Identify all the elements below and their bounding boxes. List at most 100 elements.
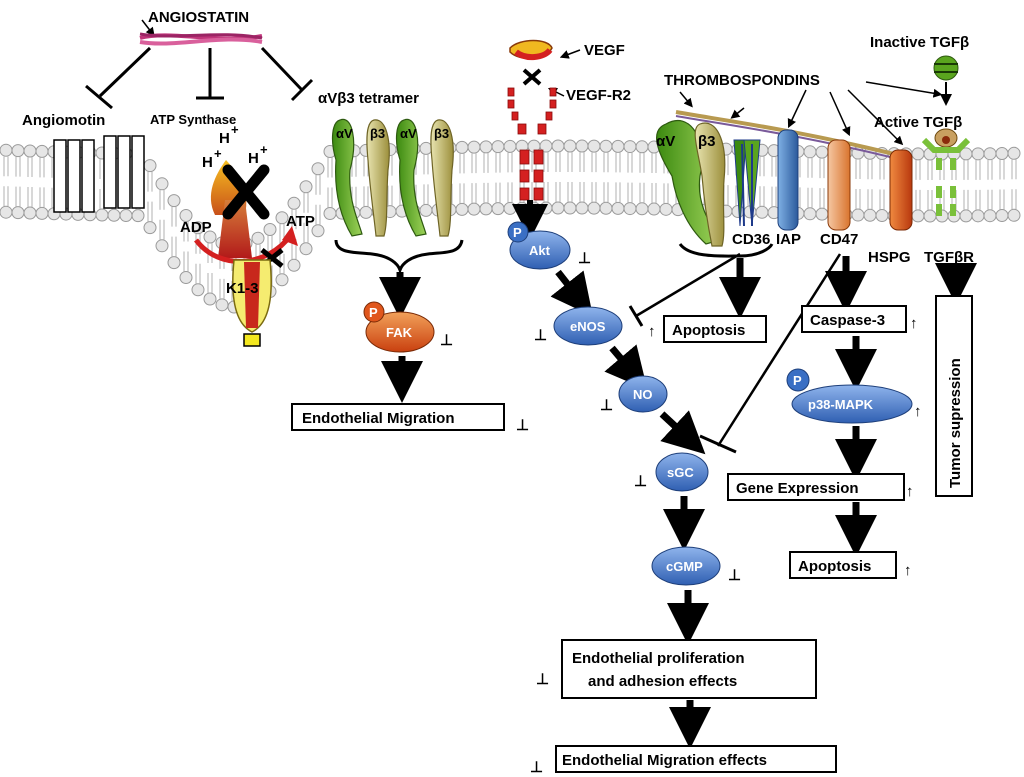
lipid-head: [587, 139, 601, 153]
lipid-head: [131, 209, 145, 223]
svg-text:↑: ↑: [914, 403, 922, 420]
svg-text:↑: ↑: [906, 483, 914, 500]
thrombospondins-label: THROMBOSPONDINS: [664, 72, 820, 89]
lipid-head: [563, 201, 577, 215]
svg-text:and adhesion effects: and adhesion effects: [588, 673, 737, 690]
lipid-head: [179, 270, 193, 284]
lipid-head: [623, 140, 637, 154]
lipid-head: [971, 147, 985, 161]
angiomotin-label: Angiomotin: [22, 112, 105, 129]
svg-text:H: H: [219, 130, 230, 147]
cd47-icon: [827, 139, 851, 231]
svg-text:+: +: [231, 122, 239, 137]
svg-text:P: P: [513, 225, 522, 240]
lipid-head: [23, 144, 37, 158]
lipid-head: [215, 298, 229, 312]
svg-text:αV: αV: [656, 133, 675, 150]
atp-synthase-label: ATP Synthase: [150, 112, 236, 127]
lipid-head: [1007, 146, 1021, 160]
lipid-head: [479, 202, 493, 216]
svg-text:P: P: [793, 373, 802, 388]
svg-text:Akt: Akt: [529, 243, 551, 258]
enos-node: eNOS ⊥: [534, 306, 623, 346]
svg-text:Tumor supression: Tumor supression: [947, 358, 964, 488]
lipid-head: [611, 139, 625, 153]
thrombospondin-fiber-icon: [675, 110, 911, 160]
svg-text:β3: β3: [698, 133, 716, 150]
lipid-head: [587, 201, 601, 215]
lipid-head: [311, 224, 325, 238]
lipid-head: [911, 147, 925, 161]
vegf-label: VEGF: [584, 42, 625, 59]
fak-node: P FAK ⊥: [363, 301, 453, 353]
lipid-head: [923, 209, 937, 223]
lipid-head: [635, 140, 649, 154]
lipid-head: [359, 205, 373, 219]
lipid-head: [155, 177, 169, 191]
angiostatin-group: ANGIOSTATIN: [85, 9, 314, 110]
svg-text:⊥: ⊥: [634, 473, 647, 490]
lipid-head: [983, 209, 997, 223]
lipid-head: [491, 140, 505, 154]
lipid-head: [311, 162, 325, 176]
lipid-head: [167, 194, 181, 208]
lipid-head: [503, 139, 517, 153]
no-node: NO ⊥: [600, 375, 668, 414]
lipid-head: [275, 211, 289, 225]
lipid-head: [455, 140, 469, 154]
svg-text:sGC: sGC: [667, 465, 694, 480]
lipid-head: [983, 147, 997, 161]
gene-expression-box: Gene Expression ↑: [727, 473, 914, 501]
lipid-head: [155, 239, 169, 253]
k13-base: [243, 333, 261, 347]
lipid-head: [251, 231, 265, 245]
lipid-head: [599, 201, 613, 215]
lipid-head: [23, 206, 37, 220]
lipid-head: [563, 139, 577, 153]
lipid-head: [959, 209, 973, 223]
apoptosis-box-2: Apoptosis ↑: [789, 551, 912, 579]
svg-text:cGMP: cGMP: [666, 559, 703, 574]
adp-label: ADP: [180, 219, 212, 236]
iap-label: IAP: [776, 231, 801, 248]
lipid-head: [419, 203, 433, 217]
lipid-head: [755, 205, 769, 219]
lipid-head: [911, 209, 925, 223]
svg-text:↑: ↑: [904, 562, 912, 579]
svg-text:+: +: [260, 142, 268, 157]
lipid-head: [611, 201, 625, 215]
active-tgfb-label: Active TGFβ: [874, 114, 962, 131]
avb3-tetramer-group: αVβ3 tetramer αV β3 αV β3: [318, 90, 464, 319]
svg-text:Gene Expression: Gene Expression: [736, 480, 859, 497]
lipid-head: [479, 140, 493, 154]
svg-text:Apoptosis: Apoptosis: [672, 322, 745, 339]
lipid-head: [455, 202, 469, 216]
lipid-head: [647, 202, 661, 216]
svg-text:Endothelial Migration: Endothelial Migration: [302, 410, 455, 427]
hspg-icon: [889, 149, 913, 231]
lipid-head: [623, 202, 637, 216]
svg-text:+: +: [214, 146, 222, 161]
lipid-head: [143, 221, 157, 235]
lipid-head: [863, 208, 877, 222]
lipid-head: [815, 207, 829, 221]
lipid-head: [191, 221, 205, 235]
lipid-head: [203, 292, 217, 306]
lipid-head: [659, 202, 673, 216]
lipid-head: [731, 204, 745, 218]
lipid-head: [875, 209, 889, 223]
lipid-head: [323, 207, 337, 221]
angiostatin-fiber-icon: [139, 32, 263, 46]
svg-text:eNOS: eNOS: [570, 319, 606, 334]
lipid-head: [575, 139, 589, 153]
lipid-head: [803, 145, 817, 159]
lipid-head: [179, 208, 193, 222]
svg-text:Endothelial proliferation: Endothelial proliferation: [572, 650, 745, 667]
lipid-head: [971, 209, 985, 223]
lipid-head: [467, 140, 481, 154]
svg-text:⊥: ⊥: [516, 417, 529, 434]
h-plus-labels: H+ H+ H+: [202, 122, 268, 171]
cd47-label: CD47: [820, 231, 858, 248]
svg-text:⊥: ⊥: [728, 567, 741, 584]
